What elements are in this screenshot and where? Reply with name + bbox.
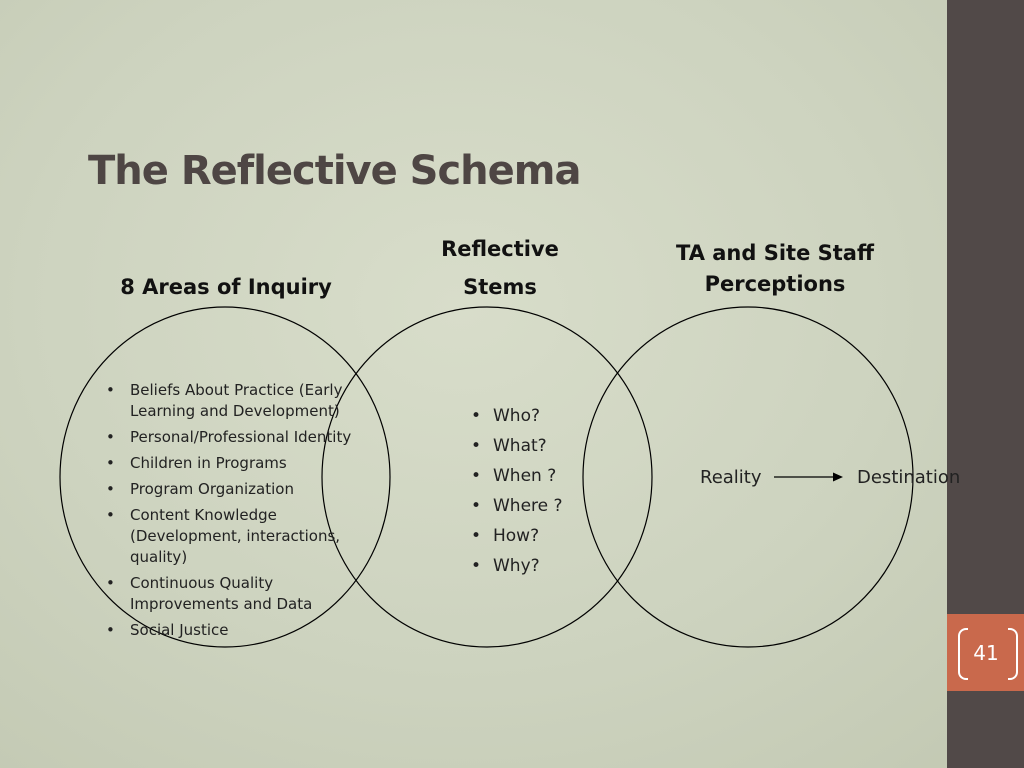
- reality-label: Reality: [700, 467, 762, 488]
- right-brace-icon: [1008, 628, 1018, 680]
- list-item: How?: [471, 524, 563, 548]
- circle-reflective-stems: [321, 306, 653, 648]
- list-item: Continuous Quality Improvements and Data: [106, 573, 375, 615]
- heading-reflective-stems-line2: Stems: [463, 275, 537, 299]
- page-number: 41: [973, 641, 999, 665]
- list-item: Beliefs About Practice (Early Learning a…: [106, 380, 375, 422]
- list-item: Why?: [471, 554, 563, 578]
- list-item: Program Organization: [106, 479, 375, 500]
- stems-list: Who? What? When ? Where ? How? Why?: [471, 404, 563, 584]
- list-item: Where ?: [471, 494, 563, 518]
- slide-title: The Reflective Schema: [88, 148, 581, 194]
- inquiry-list: Beliefs About Practice (Early Learning a…: [106, 380, 375, 646]
- list-item: What?: [471, 434, 563, 458]
- circle-staff-perceptions: [582, 306, 914, 648]
- heading-reflective-stems-line1: Reflective: [441, 237, 559, 261]
- list-item: Content Knowledge (Development, interact…: [106, 505, 375, 568]
- left-brace-icon: [958, 628, 968, 680]
- list-item: Social Justice: [106, 620, 375, 641]
- heading-reflective-stems: Reflective Stems: [420, 230, 580, 306]
- heading-staff-perceptions-line1: TA and Site Staff: [676, 241, 874, 265]
- list-item: When ?: [471, 464, 563, 488]
- list-item: Children in Programs: [106, 453, 375, 474]
- circle-areas-of-inquiry: [59, 306, 391, 648]
- list-item: Who?: [471, 404, 563, 428]
- heading-staff-perceptions-line2: Perceptions: [704, 272, 846, 296]
- list-item: Personal/Professional Identity: [106, 427, 375, 448]
- destination-label: Destination: [857, 467, 961, 488]
- flow-arrow: [774, 472, 843, 482]
- heading-staff-perceptions: TA and Site Staff Perceptions: [650, 238, 900, 300]
- heading-areas-of-inquiry: 8 Areas of Inquiry: [120, 275, 332, 299]
